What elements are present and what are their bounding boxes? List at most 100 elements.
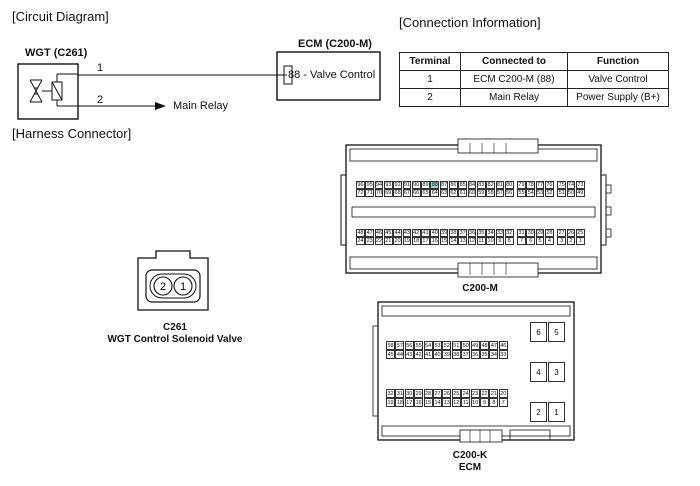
connector-pin: 53 bbox=[433, 341, 442, 350]
connector-pin: 88 bbox=[430, 181, 440, 189]
connector-pin: 32 bbox=[386, 389, 395, 398]
connector-pin: 47 bbox=[489, 341, 499, 350]
connector-pin: 57 bbox=[495, 189, 505, 197]
connector-pin: 25 bbox=[451, 389, 461, 398]
connector-pin: 12 bbox=[451, 398, 461, 407]
circuit-diagram-heading: [Circuit Diagram] bbox=[12, 9, 109, 24]
connector-pin: 18 bbox=[395, 398, 405, 407]
connector-pin: 65 bbox=[421, 189, 430, 197]
connector-pin: 90 bbox=[411, 181, 421, 189]
connector-pin: 52 bbox=[442, 341, 452, 350]
connector-pin: 11 bbox=[476, 237, 486, 245]
table-header-row: Terminal Connected to Function bbox=[399, 52, 669, 71]
connector-pin: 42 bbox=[414, 350, 424, 359]
connector-pin: 64 bbox=[430, 189, 440, 197]
connector-pin: 53 bbox=[535, 189, 545, 197]
connector-pin: 9 bbox=[480, 398, 489, 407]
connector-pin: 94 bbox=[374, 181, 384, 189]
connector-pin: 59 bbox=[476, 189, 486, 197]
connector-pin: 28 bbox=[423, 389, 433, 398]
c200m-name: C200-M bbox=[462, 283, 498, 294]
connector-pin: 10 bbox=[470, 398, 480, 407]
main-relay-label: Main Relay bbox=[173, 100, 229, 112]
header-terminal: Terminal bbox=[399, 52, 461, 71]
connector-pin: 55 bbox=[517, 189, 526, 197]
connector-pin: 37 bbox=[461, 350, 471, 359]
arrow-icon bbox=[155, 102, 166, 110]
connector-pin: 14 bbox=[433, 398, 442, 407]
connector-pin: 24 bbox=[356, 237, 365, 245]
connector-pin: 39 bbox=[442, 350, 452, 359]
table-cell: Main Relay bbox=[460, 88, 568, 107]
c261-desc: WGT Control Solenoid Valve bbox=[107, 334, 243, 345]
connector-pin: 75 bbox=[557, 181, 567, 189]
connector-pin: 96 bbox=[356, 181, 365, 189]
connector-pin: 80 bbox=[504, 181, 514, 189]
connector-pin: 78 bbox=[526, 181, 536, 189]
connector-pin: 19 bbox=[386, 398, 395, 407]
connector-pin: 67 bbox=[402, 189, 412, 197]
connector-pin: 11 bbox=[461, 398, 471, 407]
connector-pin: 48 bbox=[480, 341, 489, 350]
connector-pin: 77 bbox=[535, 181, 545, 189]
table-row: 2 Main Relay Power Supply (B+) bbox=[399, 88, 669, 107]
connector-pin: 51 bbox=[557, 189, 567, 197]
table-cell: ECM C200-M (88) bbox=[460, 70, 568, 89]
connector-pin: 22 bbox=[480, 389, 489, 398]
connector-pin: 76 bbox=[545, 181, 554, 189]
connector-pin: 13 bbox=[442, 398, 452, 407]
connector-pin: 23 bbox=[365, 237, 375, 245]
connector-pin: 26 bbox=[442, 389, 452, 398]
connector-pin: 30 bbox=[404, 389, 414, 398]
connector-pin: 57 bbox=[395, 341, 405, 350]
connector-pin: 6 bbox=[526, 237, 536, 245]
connector-pin: 43 bbox=[402, 229, 412, 237]
connector-pin: 56 bbox=[404, 341, 414, 350]
connector-pin: 45 bbox=[386, 350, 395, 359]
connector-pin: 84 bbox=[467, 181, 477, 189]
connector-pin: 31 bbox=[395, 389, 405, 398]
pin2-label: 2 bbox=[97, 94, 104, 106]
connector-pin: 91 bbox=[402, 181, 412, 189]
connector-pin: 14 bbox=[449, 237, 458, 245]
ecm-label: ECM (C200-M) bbox=[298, 38, 372, 50]
connector-pin: 54 bbox=[423, 341, 433, 350]
connector-pin: 89 bbox=[421, 181, 430, 189]
connector-pin: 28 bbox=[545, 229, 554, 237]
connector-pin: 15 bbox=[439, 237, 449, 245]
connector-pin: 36 bbox=[467, 229, 477, 237]
connector-pin: 40 bbox=[430, 229, 440, 237]
connector-pin: 51 bbox=[451, 341, 461, 350]
connector-pin: 74 bbox=[566, 181, 576, 189]
connector-pin: 27 bbox=[433, 389, 442, 398]
connector-pin: 20 bbox=[393, 237, 402, 245]
connector-pin: 4 bbox=[530, 362, 547, 382]
connector-pin: 42 bbox=[411, 229, 421, 237]
connector-pin: 13 bbox=[458, 237, 468, 245]
table-cell: Power Supply (B+) bbox=[567, 88, 669, 107]
c261-pin-2: 2 bbox=[160, 281, 166, 293]
header-function: Function bbox=[567, 52, 669, 71]
connector-pin: 29 bbox=[535, 229, 545, 237]
connector-pin: 87 bbox=[439, 181, 449, 189]
valve-symbol-icon bbox=[29, 73, 78, 107]
connector-pin: 66 bbox=[411, 189, 421, 197]
connector-pin: 3 bbox=[548, 362, 565, 382]
connector-pin: 2 bbox=[566, 237, 576, 245]
connector-pin: 82 bbox=[486, 181, 495, 189]
connection-info-heading: [Connection Information] bbox=[399, 15, 541, 30]
connector-pin: 24 bbox=[461, 389, 471, 398]
connector-pin: 21 bbox=[383, 237, 393, 245]
connector-pin: 56 bbox=[504, 189, 514, 197]
connector-pin: 79 bbox=[517, 181, 526, 189]
connector-pin: 92 bbox=[393, 181, 402, 189]
connector-pin: 4 bbox=[545, 237, 554, 245]
connector-pin: 27 bbox=[557, 229, 567, 237]
connector-pin: 23 bbox=[470, 389, 480, 398]
connector-pin: 39 bbox=[439, 229, 449, 237]
connector-pin: 36 bbox=[470, 350, 480, 359]
connector-pin: 34 bbox=[486, 229, 495, 237]
connector-pin: 5 bbox=[548, 322, 565, 342]
circuit-diagram bbox=[17, 51, 381, 120]
c261-pin-1: 1 bbox=[180, 281, 186, 293]
